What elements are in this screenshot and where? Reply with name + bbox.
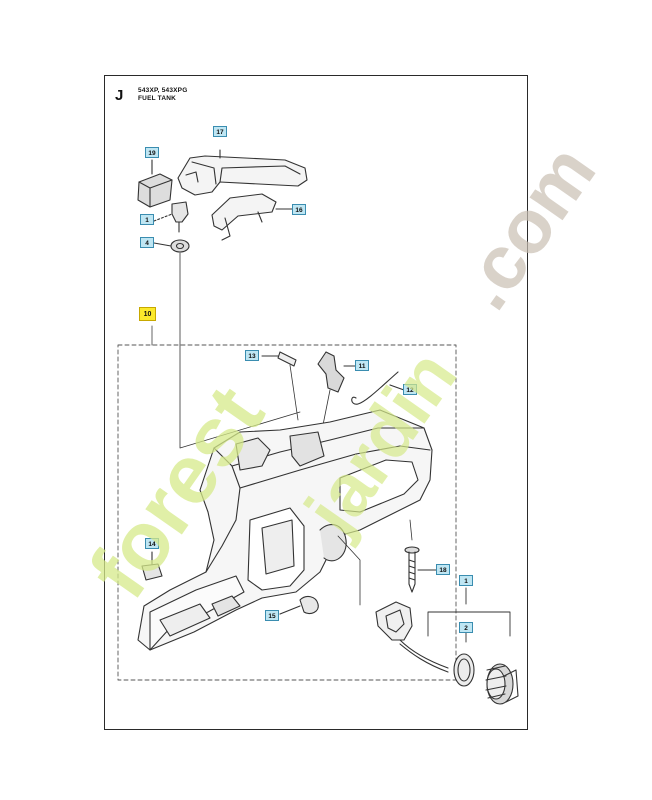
pin-part [261, 351, 299, 421]
callout-4: 4 [140, 237, 154, 248]
fuel-tank-body [137, 409, 433, 651]
callout-10: 10 [139, 307, 156, 321]
callout-17: 17 [213, 126, 227, 137]
wire-part [351, 371, 405, 405]
callout-1-top: 1 [140, 214, 154, 225]
screw-part [404, 519, 437, 593]
gasket-part [453, 653, 475, 687]
model-numbers: 543XP, 543XPG [138, 87, 188, 94]
callout-18: 18 [436, 564, 450, 575]
callout-2: 2 [459, 622, 473, 633]
callout-19: 19 [145, 147, 159, 158]
fuel-cap-part [485, 663, 519, 705]
callout-15: 15 [265, 610, 279, 621]
callout-12: 12 [403, 384, 417, 395]
callout-16: 16 [292, 204, 306, 215]
section-title: FUEL TANK [138, 95, 177, 102]
fuel-filter-part [375, 601, 449, 673]
rear-handle-part [177, 149, 308, 196]
plug-part [141, 563, 163, 581]
cap-part [137, 159, 173, 208]
section-letter: J [115, 87, 124, 104]
callout-1-bottom: 1 [459, 575, 473, 586]
callout-13: 13 [245, 350, 259, 361]
callout-11: 11 [355, 360, 369, 371]
nut-part [153, 239, 190, 253]
callout-14: 14 [145, 538, 159, 549]
knob-part [153, 201, 189, 233]
cover-part [211, 193, 295, 241]
